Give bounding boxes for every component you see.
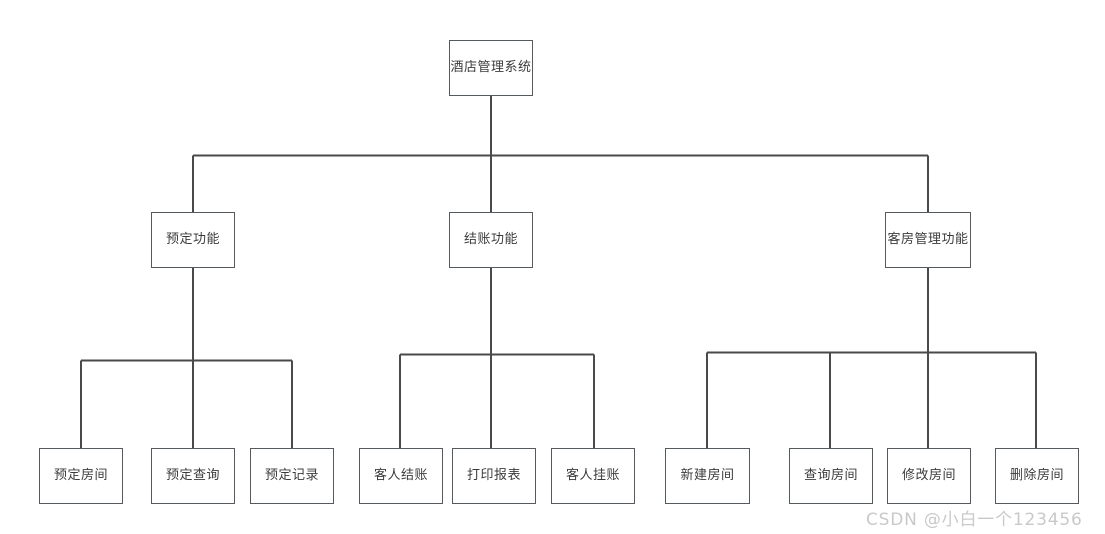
node-leaf-booking-2[interactable]: 预定查询 [151, 448, 235, 504]
node-leaf-room-1[interactable]: 新建房间 [665, 448, 750, 504]
watermark-text: CSDN @小白一个123456 [866, 510, 1083, 530]
node-root[interactable]: 酒店管理系统 [449, 40, 533, 96]
node-leaf-checkout-2-label: 打印报表 [466, 468, 521, 484]
node-leaf-booking-3-label: 预定记录 [264, 468, 319, 484]
node-root-label: 酒店管理系统 [450, 60, 532, 76]
node-branch-checkout[interactable]: 结账功能 [449, 212, 533, 268]
node-leaf-room-2[interactable]: 查询房间 [789, 448, 873, 504]
node-branch-checkout-label: 结账功能 [463, 232, 518, 248]
node-leaf-booking-2-label: 预定查询 [165, 468, 220, 484]
node-leaf-room-4[interactable]: 删除房间 [995, 448, 1079, 504]
node-leaf-room-4-label: 删除房间 [1009, 468, 1064, 484]
node-leaf-room-1-label: 新建房间 [680, 468, 735, 484]
node-branch-room-management-label: 客房管理功能 [887, 232, 969, 248]
node-leaf-booking-1-label: 预定房间 [53, 468, 108, 484]
node-leaf-checkout-1[interactable]: 客人结账 [359, 448, 443, 504]
node-leaf-checkout-3[interactable]: 客人挂账 [551, 448, 635, 504]
node-leaf-room-3[interactable]: 修改房间 [887, 448, 971, 504]
node-branch-booking[interactable]: 预定功能 [151, 212, 235, 268]
node-branch-room-management[interactable]: 客房管理功能 [885, 212, 971, 268]
node-branch-booking-label: 预定功能 [165, 232, 220, 248]
node-leaf-checkout-2[interactable]: 打印报表 [452, 448, 536, 504]
node-leaf-booking-3[interactable]: 预定记录 [250, 448, 334, 504]
node-leaf-checkout-3-label: 客人挂账 [565, 468, 620, 484]
node-leaf-room-2-label: 查询房间 [803, 468, 858, 484]
node-leaf-checkout-1-label: 客人结账 [373, 468, 428, 484]
node-leaf-booking-1[interactable]: 预定房间 [39, 448, 123, 504]
node-leaf-room-3-label: 修改房间 [901, 468, 956, 484]
